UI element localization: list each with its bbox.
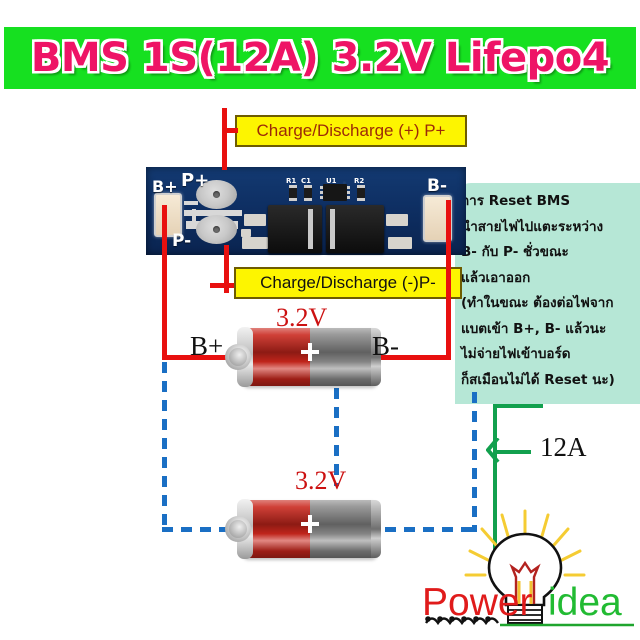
silkscreen-b-minus: B- — [427, 176, 448, 196]
label-u1: U1 — [326, 177, 337, 185]
output-line-vertical — [493, 404, 497, 567]
output-line-pointer — [493, 450, 531, 454]
leader-line-p-plus-horizontal — [222, 128, 238, 133]
label-voltage-lower: 3.2V — [295, 466, 347, 495]
label-r1: R1 — [286, 177, 297, 185]
series-wire-middle-vertical — [334, 388, 339, 486]
label-c1: C1 — [301, 177, 312, 185]
series-wire-left-vertical — [162, 362, 167, 530]
trace-segment — [184, 210, 242, 216]
battery-plus-symbol — [301, 343, 319, 360]
solder-tab — [241, 229, 251, 237]
battery-cell-lower — [225, 499, 385, 559]
leader-line-p-minus-vertical — [224, 245, 229, 293]
leader-line-p-minus-stub — [210, 283, 234, 288]
pad-b-plus — [154, 193, 182, 237]
label-voltage-upper: 3.2V — [276, 303, 328, 332]
solder-tab — [242, 237, 268, 249]
mosfet-q2 — [326, 205, 384, 253]
silkscreen-p-minus: P- — [172, 231, 192, 251]
solder-tab — [244, 214, 266, 226]
label-b-plus-terminal: B+ — [190, 331, 224, 361]
callout-charge-negative[interactable]: Charge/Discharge (-)P- — [234, 267, 462, 299]
instruction-line: การ Reset BMS — [461, 193, 571, 209]
series-wire-bottom-horizontal — [366, 527, 476, 532]
battery-cell-upper — [225, 327, 385, 387]
reset-instructions-panel: การ Reset BMS นำสายไฟไปแตะระหว่าง B- กับ… — [455, 183, 640, 404]
battery-terminal-inner — [229, 520, 247, 538]
callout-top-label: Charge/Discharge (+) P+ — [256, 121, 446, 140]
series-wire-left-horizontal — [162, 527, 284, 532]
battery-right-rim — [371, 500, 381, 558]
instruction-line: ไม่จ่ายไฟเข้าบอร์ด — [461, 346, 571, 362]
instruction-line: (ทำในขณะ ต้องต่อไฟจาก — [461, 295, 614, 311]
instruction-line: แล้วเอาออก — [461, 269, 531, 286]
via-p-minus — [196, 215, 237, 244]
title-banner: BMS 1S(12A) 3.2V Lifepo4 — [4, 27, 636, 89]
wire-bminus-to-battery — [360, 355, 451, 360]
mosfet-q1 — [268, 205, 322, 253]
output-bracket-arrow — [486, 438, 500, 464]
silkscreen-p-plus: P+ — [181, 170, 210, 191]
capacitor-c1 — [304, 185, 312, 201]
wire-bplus-vertical — [162, 205, 167, 358]
trace-segment — [192, 209, 196, 225]
callout-bottom-label: Charge/Discharge (-)P- — [260, 273, 436, 292]
page-title: BMS 1S(12A) 3.2V Lifepo4 — [30, 35, 610, 81]
solder-tab — [386, 214, 408, 226]
label-b-minus-terminal: B- — [372, 331, 399, 361]
label-r2: R2 — [354, 177, 365, 185]
resistor-r2 — [357, 185, 365, 201]
leader-line-p-plus-vertical — [222, 108, 227, 170]
logo-wave-decoration — [425, 617, 499, 626]
filament-icon — [509, 560, 541, 605]
wire-bminus-vertical — [446, 200, 451, 360]
battery-terminal-inner — [229, 348, 247, 366]
series-wire-right-vertical — [472, 392, 477, 532]
logo-word-idea: idea — [548, 581, 622, 624]
solder-tab — [388, 237, 412, 249]
callout-charge-positive[interactable]: Charge/Discharge (+) P+ — [235, 115, 467, 147]
instruction-line: แบตเข้า B+, B- แล้วนะ — [461, 320, 607, 337]
instruction-line: ก็สเมือนไม่ได้ Reset นะ) — [461, 371, 615, 388]
via-p-plus — [196, 180, 237, 209]
battery-body — [243, 328, 377, 386]
wire-bplus-to-battery — [162, 355, 277, 360]
battery-plus-symbol — [301, 515, 319, 532]
instruction-line: B- กับ P- ชั่วขณะ — [461, 244, 569, 260]
silkscreen-b-plus: B+ — [152, 177, 178, 196]
lightbulb-rays-icon — [464, 509, 586, 577]
trace-segment — [184, 201, 198, 205]
logo-word-power: Power — [422, 581, 533, 624]
label-current-rating: 12A — [540, 432, 587, 462]
resistor-r1 — [289, 185, 297, 201]
bms-board: B+ P+ P- B- — [146, 167, 466, 255]
battery-right-rim — [371, 328, 381, 386]
output-line-top — [493, 404, 543, 408]
battery-body — [243, 500, 377, 558]
instruction-line: นำสายไฟไปแตะระหว่าง — [461, 218, 604, 235]
brand-logo: Power idea — [420, 505, 640, 630]
ic-u1 — [320, 184, 350, 201]
